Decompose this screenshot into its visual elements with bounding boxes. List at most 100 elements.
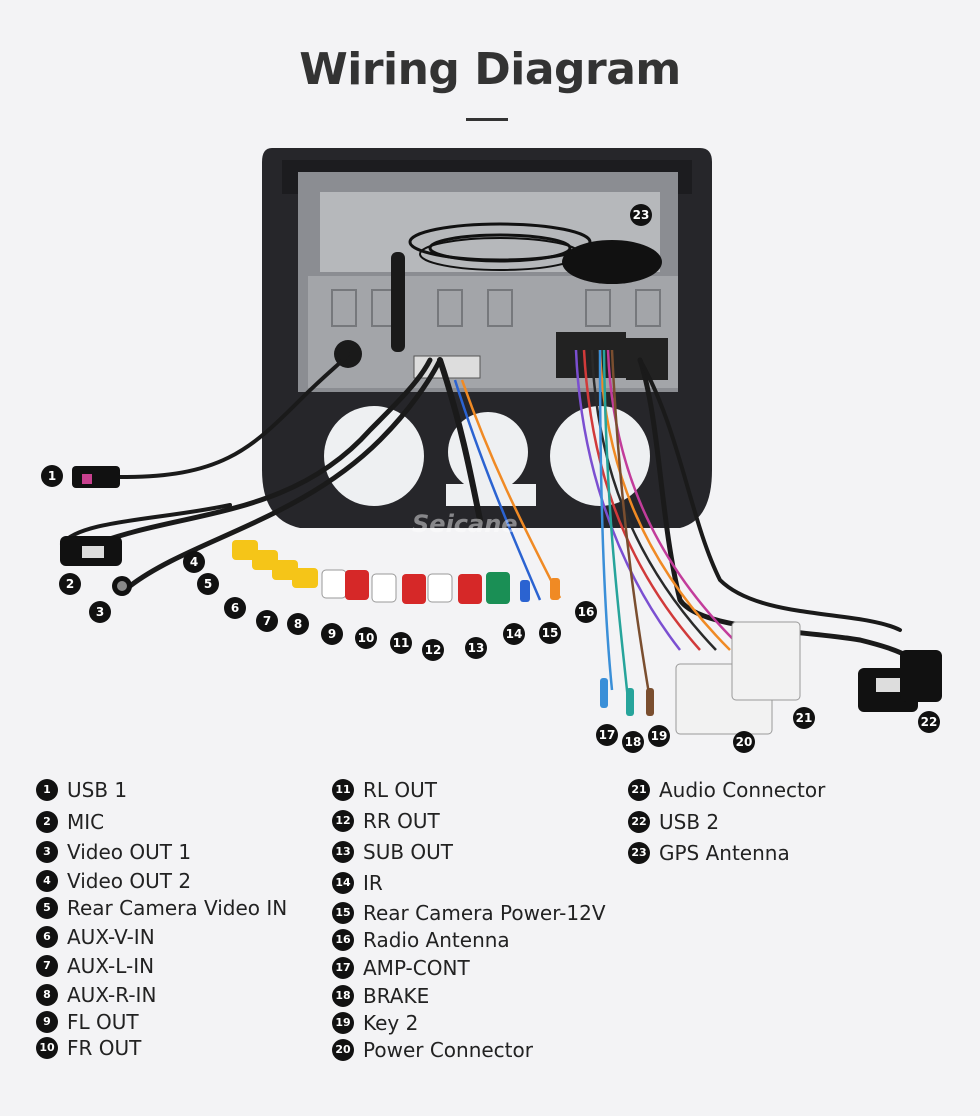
callout-number: 11 xyxy=(393,636,410,650)
legend-label: USB 1 xyxy=(67,778,128,802)
callout-number: 19 xyxy=(651,729,668,743)
legend-item: 15 Rear Camera Power-12V xyxy=(332,901,606,925)
callout-number: 23 xyxy=(633,208,650,222)
callout-badge: 10 xyxy=(355,627,377,649)
legend-label: IR xyxy=(363,871,383,895)
callout-badge: 9 xyxy=(321,623,343,645)
legend-item: 5 Rear Camera Video IN xyxy=(36,896,287,920)
legend-label: AUX-V-IN xyxy=(67,925,155,949)
title-underline xyxy=(466,118,508,121)
legend-label: Power Connector xyxy=(363,1038,533,1062)
legend-label: BRAKE xyxy=(363,984,430,1008)
callout-badge: 4 xyxy=(183,551,205,573)
legend-number-badge: 21 xyxy=(628,779,650,801)
callout-badge: 6 xyxy=(224,597,246,619)
callout-number: 3 xyxy=(96,605,104,619)
legend-label: Rear Camera Video IN xyxy=(67,896,288,920)
callout-badge: 19 xyxy=(648,725,670,747)
legend-item: 8 AUX-R-IN xyxy=(36,983,156,1007)
legend-number-badge: 6 xyxy=(36,926,58,948)
legend-item: 13 SUB OUT xyxy=(332,840,453,864)
legend-number-badge: 22 xyxy=(628,811,650,833)
legend-number-badge: 10 xyxy=(36,1037,58,1059)
legend-number-badge: 13 xyxy=(332,841,354,863)
callout-badge: 23 xyxy=(630,204,652,226)
page-title: Wiring Diagram xyxy=(299,44,681,95)
callout-badge: 8 xyxy=(287,613,309,635)
legend-number-badge: 8 xyxy=(36,984,58,1006)
callout-badge: 17 xyxy=(596,724,618,746)
callout-badge: 15 xyxy=(539,622,561,644)
callout-badge: 13 xyxy=(465,637,487,659)
callout-number: 17 xyxy=(599,728,616,742)
legend-label: FL OUT xyxy=(67,1010,139,1034)
legend-label: Radio Antenna xyxy=(363,928,510,952)
legend-label: Video OUT 2 xyxy=(67,869,192,893)
callout-number: 10 xyxy=(358,631,375,645)
legend-number-badge: 11 xyxy=(332,779,354,801)
legend-number-badge: 9 xyxy=(36,1011,58,1033)
legend-number-badge: 7 xyxy=(36,955,58,977)
callout-badge: 3 xyxy=(89,601,111,623)
legend-item: 12 RR OUT xyxy=(332,809,440,833)
legend-label: USB 2 xyxy=(659,810,720,834)
legend-item: 1 USB 1 xyxy=(36,778,127,802)
callout-badge: 20 xyxy=(733,731,755,753)
legend-number-badge: 14 xyxy=(332,872,354,894)
watermark: Seicane xyxy=(412,510,518,538)
callout-number: 6 xyxy=(231,601,239,615)
gps-antenna xyxy=(408,222,662,284)
legend-label: Rear Camera Power-12V xyxy=(363,901,606,925)
legend-item: 16 Radio Antenna xyxy=(332,928,510,952)
callout-number: 9 xyxy=(328,627,336,641)
legend-number-badge: 4 xyxy=(36,870,58,892)
legend-number-badge: 1 xyxy=(36,779,58,801)
callout-number: 21 xyxy=(796,711,813,725)
callout-badge: 14 xyxy=(503,623,525,645)
legend-number-badge: 19 xyxy=(332,1012,354,1034)
legend-label: Audio Connector xyxy=(659,778,826,802)
legend-number-badge: 5 xyxy=(36,897,58,919)
legend-number-badge: 12 xyxy=(332,810,354,832)
callout-number: 1 xyxy=(48,469,56,483)
cables xyxy=(60,352,933,693)
callout-number: 14 xyxy=(506,627,523,641)
rca-plugs xyxy=(232,540,510,604)
callout-badge: 16 xyxy=(575,601,597,623)
legend-number-badge: 3 xyxy=(36,841,58,863)
legend-item: 3 Video OUT 1 xyxy=(36,840,191,864)
legend-label: Video OUT 1 xyxy=(67,840,192,864)
callout-number: 2 xyxy=(66,577,74,591)
legend-label: Key 2 xyxy=(363,1011,419,1035)
legend-label: MIC xyxy=(67,810,105,834)
legend-number-badge: 16 xyxy=(332,929,354,951)
legend-number-badge: 15 xyxy=(332,902,354,924)
callout-badge: 7 xyxy=(256,610,278,632)
legend-number-badge: 17 xyxy=(332,957,354,979)
callout-number: 8 xyxy=(294,617,302,631)
callout-badge: 2 xyxy=(59,573,81,595)
callout-badge: 11 xyxy=(390,632,412,654)
legend-item: 19 Key 2 xyxy=(332,1011,418,1035)
callout-number: 22 xyxy=(921,715,938,729)
legend-label: SUB OUT xyxy=(363,840,454,864)
callout-number: 13 xyxy=(468,641,485,655)
legend-label: RR OUT xyxy=(363,809,440,833)
wifi-antenna xyxy=(391,252,405,352)
legend-item: 22 USB 2 xyxy=(628,810,719,834)
callout-badge: 18 xyxy=(622,731,644,753)
legend-label: RL OUT xyxy=(363,778,437,802)
legend-label: AUX-R-IN xyxy=(67,983,157,1007)
legend-label: GPS Antenna xyxy=(659,841,790,865)
legend-number-badge: 23 xyxy=(628,842,650,864)
callout-number: 18 xyxy=(625,735,642,749)
callout-badge: 22 xyxy=(918,711,940,733)
legend-item: 14 IR xyxy=(332,871,383,895)
